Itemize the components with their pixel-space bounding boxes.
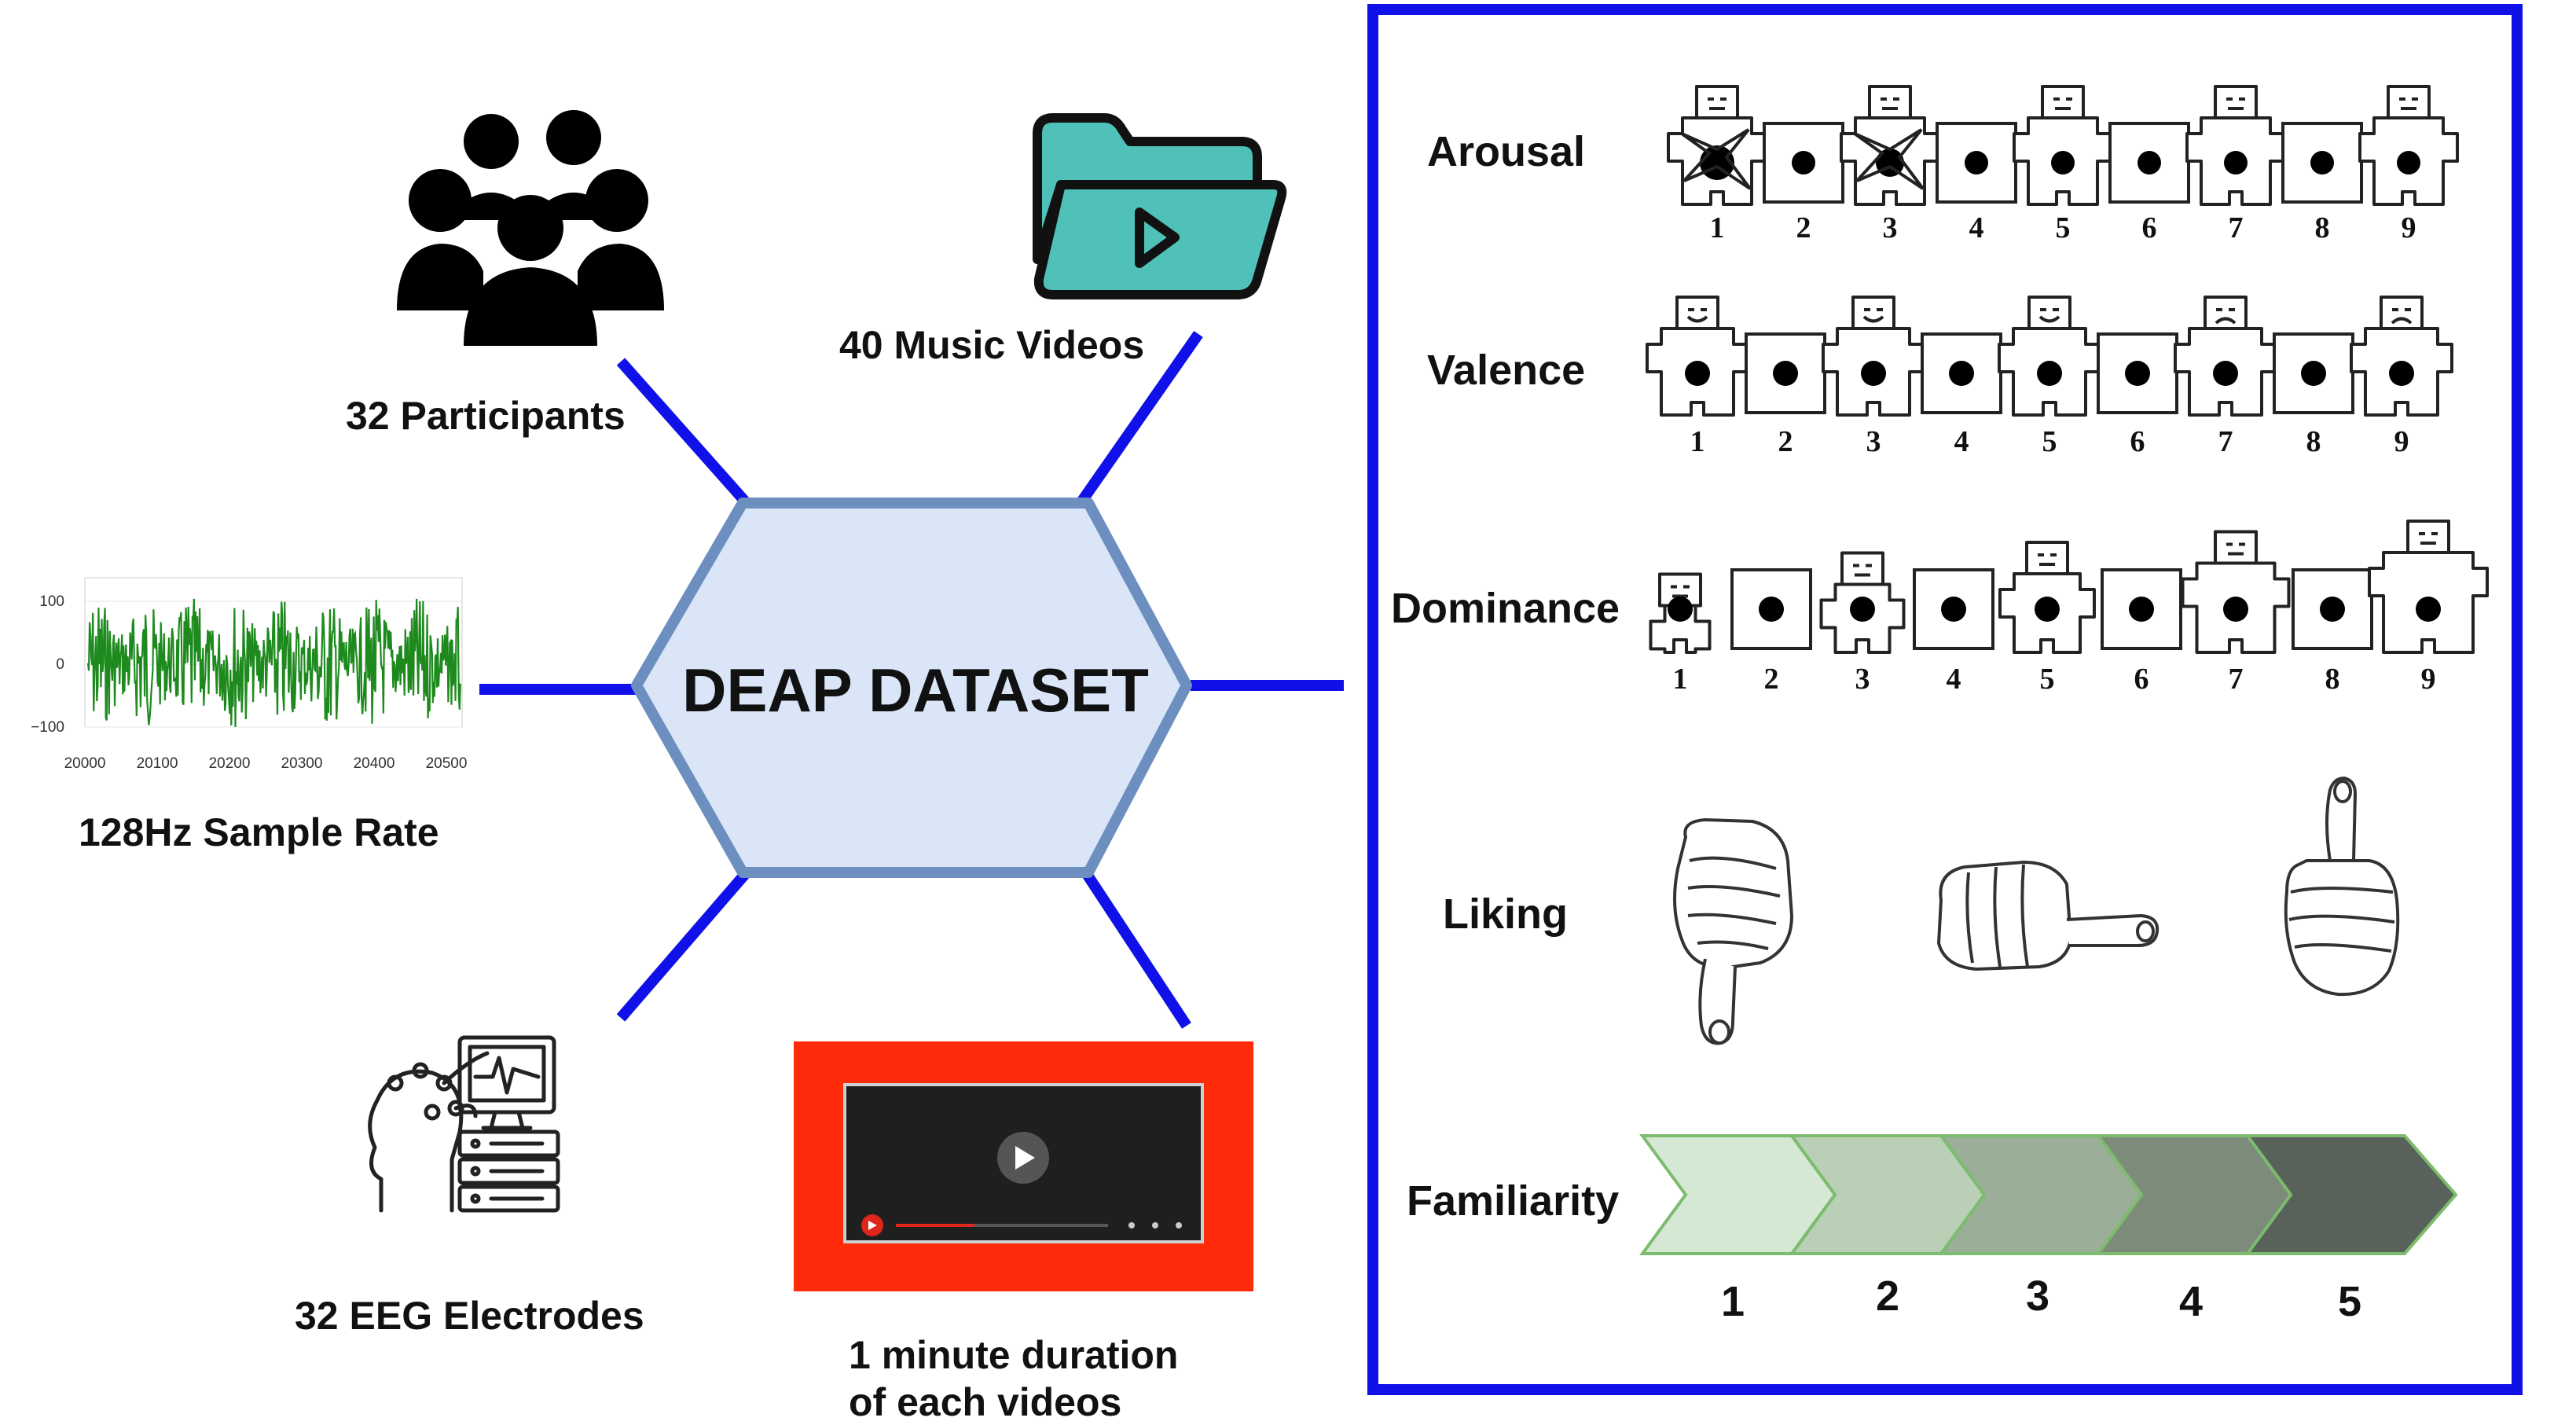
dominance-number: 4 — [1946, 663, 1961, 696]
x-tick: 20400 — [354, 755, 395, 772]
arousal-number: 4 — [1969, 211, 1984, 244]
y-tick: 100 — [39, 593, 64, 610]
familiarity-number: 5 — [2337, 1278, 2362, 1325]
folder-video-icon — [1033, 113, 1287, 299]
valence-manikins — [1646, 296, 2453, 417]
signal-trace — [86, 598, 461, 728]
valence-number: 8 — [2306, 425, 2321, 458]
connector-duration — [1076, 861, 1191, 1029]
dominance-number: 6 — [2134, 663, 2149, 696]
dominance-number: 7 — [2228, 663, 2244, 696]
valence-number: 6 — [2130, 425, 2145, 458]
x-tick: 20500 — [426, 755, 468, 772]
dominance-number: 9 — [2420, 663, 2436, 696]
familiarity-scale — [1639, 1134, 2458, 1255]
x-tick: 20100 — [137, 755, 178, 772]
valence-number: 7 — [2218, 425, 2233, 458]
arousal-number: 1 — [1709, 211, 1725, 244]
arousal-number: 3 — [1882, 211, 1898, 244]
arousal-number: 8 — [2314, 211, 2330, 244]
thumbs-up-icon — [2284, 777, 2400, 997]
dominance-number: 3 — [1855, 663, 1870, 696]
dominance-number: 1 — [1672, 663, 1688, 696]
dominance-manikins — [1649, 520, 2489, 654]
familiarity-label: Familiarity — [1407, 1177, 1620, 1225]
play-icon — [1135, 208, 1180, 268]
familiarity-number: 3 — [2025, 1273, 2050, 1320]
dominance-label: Dominance — [1391, 585, 1620, 632]
y-tick: −100 — [31, 719, 64, 736]
thumbs-sideways-icon — [1937, 861, 2160, 971]
connector-participants — [616, 358, 751, 507]
connector-electrodes — [616, 869, 751, 1022]
valence-number: 2 — [1778, 425, 1793, 458]
hub-diagram — [479, 330, 1344, 1029]
liking-label: Liking — [1443, 891, 1568, 938]
valence-number: 4 — [1954, 425, 1969, 458]
x-tick: 20200 — [209, 755, 251, 772]
familiarity-number: 1 — [1720, 1278, 1745, 1325]
thumbs-down-icon — [1673, 818, 1793, 1045]
center-hexagon — [631, 498, 1192, 878]
familiarity-number: 4 — [2178, 1278, 2204, 1325]
participants-icon — [397, 110, 664, 346]
arousal-manikins — [1667, 85, 2459, 206]
dominance-number: 2 — [1763, 663, 1779, 696]
x-tick: 20000 — [64, 755, 106, 772]
arousal-number: 7 — [2228, 211, 2244, 244]
familiarity-number: 2 — [1875, 1273, 1900, 1320]
participants-label: 32 Participants — [346, 394, 626, 438]
signal-plot: 100 0 −100 20000 20100 20200 20300 20400… — [31, 577, 468, 772]
eeg-electrodes-icon — [368, 1035, 560, 1213]
sample-rate-label: 128Hz Sample Rate — [79, 810, 439, 854]
rating-scales-panel — [1367, 4, 2523, 1395]
electrodes-label: 32 EEG Electrodes — [295, 1294, 644, 1338]
y-tick: 0 — [56, 656, 64, 673]
arousal-number: 6 — [2141, 211, 2157, 244]
connector-videos — [1076, 330, 1203, 507]
arousal-number: 2 — [1796, 211, 1811, 244]
arousal-number: 5 — [2055, 211, 2071, 244]
valence-number: 5 — [2042, 425, 2057, 458]
video-player-icon — [794, 1041, 1253, 1291]
dominance-number: 8 — [2325, 663, 2340, 696]
familiarity-chevron — [2244, 1134, 2458, 1255]
valence-label: Valence — [1427, 347, 1586, 394]
valence-number: 1 — [1690, 425, 1705, 458]
valence-number: 3 — [1866, 425, 1881, 458]
dominance-number: 5 — [2039, 663, 2055, 696]
center-title: DEAP DATASET — [682, 656, 1149, 725]
arousal-number: 9 — [2401, 211, 2416, 244]
valence-number: 9 — [2394, 425, 2409, 458]
arousal-label: Arousal — [1427, 128, 1586, 175]
duration-label-line1: 1 minute duration — [849, 1333, 1179, 1377]
videos-label: 40 Music Videos — [839, 323, 1145, 367]
x-tick: 20300 — [281, 755, 323, 772]
